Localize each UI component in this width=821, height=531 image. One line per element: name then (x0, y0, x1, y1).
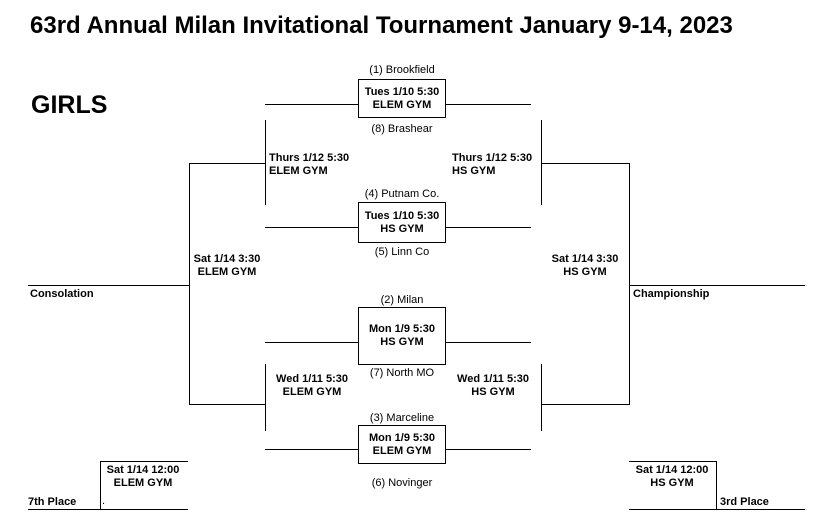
third-date: Sat 1/14 12:00 (635, 464, 709, 476)
slot-line-r2 (446, 227, 531, 228)
final-vline-right (629, 163, 630, 405)
final-left-date: Sat 1/14 3:30 (193, 253, 261, 265)
team-putnam: (4) Putnam Co. (364, 188, 440, 200)
game-3-date: Mon 1/9 5:30 (368, 323, 436, 335)
final-hline-left-bottom (189, 404, 265, 405)
game-2-gym: HS GYM (380, 222, 424, 235)
game-box-1: Tues 1/10 5:30 ELEM GYM (358, 79, 446, 118)
third-top-line (629, 461, 716, 462)
seventh-bottom-line (28, 509, 188, 510)
semi-left-top: Thurs 1/12 5:30 ELEM GYM (269, 152, 349, 178)
slot-line-l2 (265, 227, 358, 228)
final-vline-left (189, 163, 190, 405)
seventh-gym: ELEM GYM (113, 477, 173, 489)
semi-right-top-date: Thurs 1/12 5:30 (452, 152, 533, 164)
semi-left-top-gym: ELEM GYM (269, 165, 328, 177)
consolation-line (28, 285, 189, 286)
game-box-4: Mon 1/9 5:30 ELEM GYM (358, 425, 446, 464)
seventh-place-game: Sat 1/14 12:00 ELEM GYM (104, 464, 182, 490)
bracket-vline-right-top (541, 120, 542, 205)
slot-line-l3 (265, 342, 358, 343)
team-milan: (2) Milan (380, 294, 424, 306)
third-bottom-line (629, 509, 805, 510)
consolation-label: Consolation (30, 288, 94, 300)
game-1-date: Tues 1/10 5:30 (364, 85, 440, 98)
final-left-gym: ELEM GYM (197, 266, 257, 278)
third-vline (716, 461, 717, 509)
semi-left-bottom-gym: ELEM GYM (282, 386, 342, 398)
slot-line-r1 (446, 104, 531, 105)
slot-line-l4 (265, 449, 358, 450)
final-right: Sat 1/14 3:30 HS GYM (545, 253, 625, 279)
game-1-gym: ELEM GYM (372, 98, 432, 111)
game-4-date: Mon 1/9 5:30 (368, 431, 436, 444)
final-right-gym: HS GYM (563, 266, 607, 278)
third-place-label: 3rd Place (720, 496, 769, 508)
seventh-place-mark: . (102, 495, 106, 507)
tournament-title: 63rd Annual Milan Invitational Tournamen… (30, 12, 733, 39)
semi-right-bottom-date: Wed 1/11 5:30 (457, 373, 529, 385)
slot-line-r4 (446, 449, 531, 450)
game-2-date: Tues 1/10 5:30 (364, 209, 440, 222)
team-linn: (5) Linn Co (374, 246, 430, 258)
final-left: Sat 1/14 3:30 ELEM GYM (189, 253, 265, 279)
team-brashear: (8) Brashear (371, 123, 433, 135)
semi-left-bottom-date: Wed 1/11 5:30 (276, 373, 348, 385)
game-3-gym: HS GYM (380, 336, 424, 348)
game-box-2: Tues 1/10 5:30 HS GYM (358, 202, 446, 243)
team-brookfield: (1) Brookfield (369, 64, 435, 76)
semi-right-bottom-gym: HS GYM (471, 386, 515, 398)
semi-right-top-gym: HS GYM (452, 165, 496, 177)
final-right-date: Sat 1/14 3:30 (551, 253, 619, 265)
final-hline-right-bottom (541, 404, 629, 405)
bracket-vline-left-bottom (265, 364, 266, 431)
final-hline-left-top (189, 163, 265, 164)
division-label: GIRLS (31, 91, 108, 119)
final-hline-right-top (541, 163, 629, 164)
championship-line (629, 285, 805, 286)
semi-right-bottom: Wed 1/11 5:30 HS GYM (452, 373, 534, 399)
team-marceline: (3) Marceline (369, 412, 435, 424)
third-place-game: Sat 1/14 12:00 HS GYM (633, 464, 711, 490)
game-box-3: Mon 1/9 5:30 HS GYM (358, 307, 446, 365)
game-4-gym: ELEM GYM (372, 444, 432, 457)
seventh-top-line (100, 461, 188, 462)
bracket-vline-right-bottom (541, 364, 542, 431)
seventh-vline (100, 461, 101, 509)
third-gym: HS GYM (650, 477, 694, 489)
semi-left-top-date: Thurs 1/12 5:30 (269, 152, 350, 164)
slot-line-r3 (446, 342, 531, 343)
semi-left-bottom: Wed 1/11 5:30 ELEM GYM (271, 373, 353, 399)
team-north-mo: (7) North MO (369, 367, 435, 379)
semi-right-top: Thurs 1/12 5:30 HS GYM (452, 152, 532, 178)
seventh-date: Sat 1/14 12:00 (106, 464, 180, 476)
seventh-place-label: 7th Place (28, 496, 77, 508)
bracket-vline-left-top (265, 120, 266, 205)
team-novinger: (6) Novinger (371, 477, 433, 489)
championship-label: Championship (633, 288, 710, 300)
slot-line-l1 (265, 104, 358, 105)
